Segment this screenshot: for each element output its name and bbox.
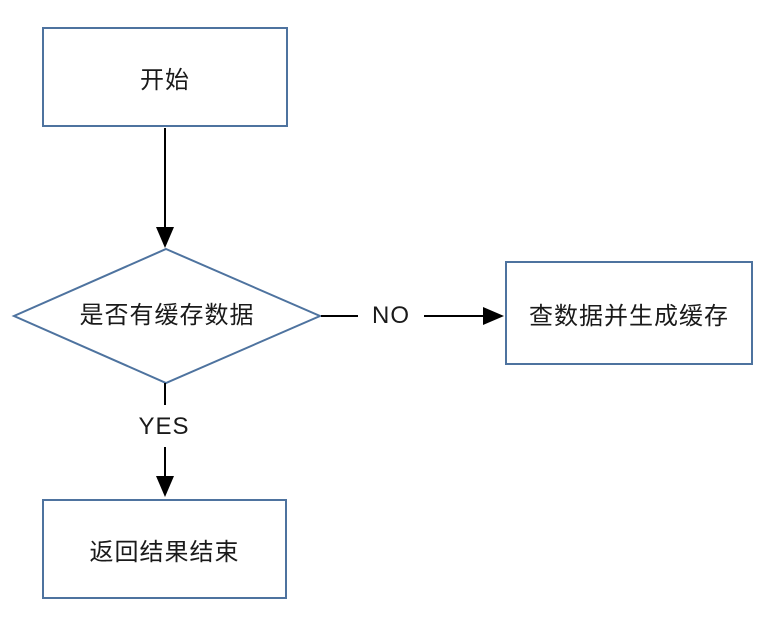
query-node-label: 查数据并生成缓存	[529, 302, 729, 330]
end-node: 返回结果结束	[42, 499, 287, 599]
end-node-label: 返回结果结束	[89, 538, 240, 566]
edge-label-no: NO	[358, 302, 424, 330]
arrowhead-decision-to-query	[483, 307, 504, 325]
start-node-label: 开始	[140, 66, 190, 94]
arrowhead-start-to-decision	[156, 227, 174, 248]
edge-label-yes: YES	[133, 413, 195, 441]
query-node: 查数据并生成缓存	[505, 261, 753, 365]
decision-node-label: 是否有缓存数据	[79, 302, 255, 329]
start-node: 开始	[42, 27, 288, 127]
arrowhead-decision-to-end	[156, 476, 174, 497]
